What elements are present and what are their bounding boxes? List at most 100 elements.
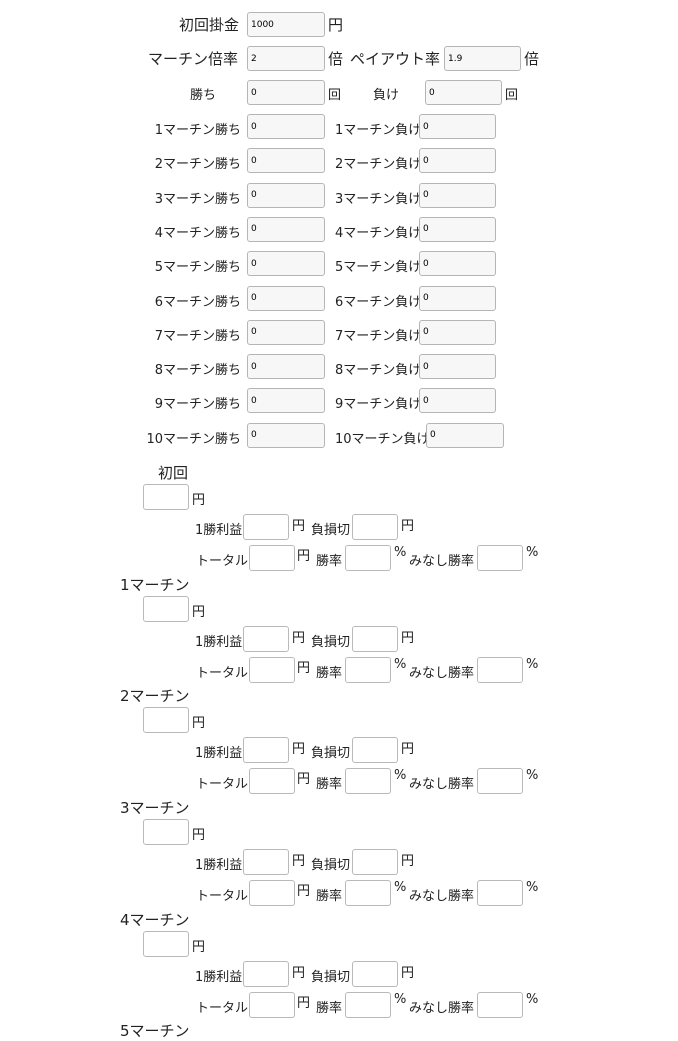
martin-win-label: 4マーチン勝ち [154, 225, 241, 241]
deemed-win-rate-field[interactable] [477, 545, 523, 571]
martin-loss-label: 5マーチン負け [335, 260, 422, 276]
bet-amount-field[interactable] [143, 707, 189, 734]
martin-loss-label: 2マーチン負け [335, 157, 422, 173]
martin-loss-label: 9マーチン負け [335, 397, 422, 413]
martin-rate-input[interactable] [247, 46, 325, 71]
percent-unit: % [526, 991, 539, 1007]
yen-unit: 円 [292, 854, 306, 870]
martin-win-input[interactable] [247, 182, 325, 208]
martin-loss-label: 6マーチン負け [335, 294, 422, 310]
profit-label: 1勝利益 [195, 858, 243, 874]
deemed-win-rate-label: みなし勝率 [409, 554, 475, 569]
deemed-win-rate-label: みなし勝率 [409, 777, 475, 793]
profit-field[interactable] [243, 514, 289, 540]
stop-loss-field[interactable] [352, 514, 398, 540]
profit-label: 1勝利益 [195, 969, 243, 985]
deemed-win-rate-field[interactable] [477, 656, 523, 683]
yen-unit: 円 [401, 742, 415, 758]
deemed-win-rate-field[interactable] [477, 991, 523, 1018]
martin-win-label: 7マーチン勝ち [154, 328, 241, 344]
percent-unit: % [526, 768, 539, 784]
loss-count-label: 負け [373, 88, 400, 103]
loss-count-input[interactable] [425, 80, 502, 105]
win-count-label: 勝ち [190, 88, 217, 103]
win-rate-field[interactable] [345, 656, 391, 683]
stop-loss-field[interactable] [352, 960, 398, 987]
profit-field[interactable] [243, 625, 289, 652]
martin-loss-input[interactable] [419, 354, 496, 380]
martin-win-input[interactable] [247, 388, 325, 414]
martin-loss-input[interactable] [419, 319, 496, 345]
total-field[interactable] [249, 768, 295, 795]
deemed-win-rate-field[interactable] [477, 768, 523, 795]
martin-loss-input[interactable] [419, 148, 496, 174]
martin-loss-input[interactable] [419, 114, 496, 139]
bet-amount-field[interactable] [143, 819, 189, 846]
martin-win-input[interactable] [247, 285, 325, 311]
stop-loss-label: 負損切 [311, 969, 351, 985]
profit-label: 1勝利益 [195, 634, 243, 650]
yen-unit: 円 [297, 884, 311, 900]
percent-unit: % [526, 656, 539, 672]
bet-amount-field[interactable] [143, 595, 189, 622]
win-rate-field[interactable] [345, 545, 391, 571]
profit-field[interactable] [243, 960, 289, 987]
total-field[interactable] [249, 656, 295, 683]
win-rate-field[interactable] [345, 991, 391, 1018]
bet-amount-field[interactable] [143, 930, 189, 957]
martin-loss-label: 3マーチン負け [335, 191, 422, 207]
profit-label: 1勝利益 [195, 523, 243, 538]
win-rate-field[interactable] [345, 880, 391, 907]
yen-unit: 円 [192, 716, 206, 732]
stop-loss-field[interactable] [352, 625, 398, 652]
martin-win-input[interactable] [247, 216, 325, 242]
martin-win-input[interactable] [247, 354, 325, 380]
profit-label: 1勝利益 [195, 746, 243, 762]
total-field[interactable] [249, 880, 295, 907]
martin-win-input[interactable] [247, 114, 325, 139]
martin-win-input[interactable] [247, 422, 325, 448]
initial-bet-input[interactable] [247, 12, 325, 37]
total-label: トータル [196, 889, 249, 905]
martin-win-label: 8マーチン勝ち [154, 363, 241, 379]
win-rate-field[interactable] [345, 768, 391, 795]
yen-unit: 円 [192, 493, 206, 508]
stop-loss-field[interactable] [352, 849, 398, 876]
martin-win-input[interactable] [247, 251, 325, 277]
times-unit: 倍 [328, 50, 344, 68]
win-rate-label: 勝率 [316, 889, 343, 905]
martin-loss-input[interactable] [419, 216, 496, 242]
bet-amount-field[interactable] [143, 484, 189, 510]
martin-loss-input[interactable] [419, 251, 496, 277]
yen-unit: 円 [297, 660, 311, 676]
percent-unit: % [526, 880, 539, 896]
result-section-title: 4マーチン [120, 910, 190, 929]
deemed-win-rate-field[interactable] [477, 880, 523, 907]
total-label: トータル [196, 554, 249, 569]
result-section-title: 3マーチン [120, 799, 190, 818]
profit-field[interactable] [243, 737, 289, 764]
total-field[interactable] [249, 991, 295, 1018]
yen-unit: 円 [292, 742, 306, 758]
yen-unit: 円 [292, 965, 306, 981]
total-field[interactable] [249, 545, 295, 571]
profit-field[interactable] [243, 849, 289, 876]
martin-win-input[interactable] [247, 319, 325, 345]
percent-unit: % [394, 545, 407, 560]
martin-win-label: 1マーチン勝ち [154, 123, 241, 138]
total-label: トータル [196, 665, 249, 681]
martin-loss-input[interactable] [419, 388, 496, 414]
martin-loss-input[interactable] [426, 422, 504, 448]
yen-unit: 円 [401, 965, 415, 981]
deemed-win-rate-label: みなし勝率 [409, 1000, 475, 1016]
result-section-title: 5マーチン [120, 1022, 190, 1040]
martin-win-input[interactable] [247, 148, 325, 174]
stop-loss-field[interactable] [352, 737, 398, 764]
initial-bet-label: 初回掛金 [179, 16, 240, 34]
payout-input[interactable] [444, 46, 521, 71]
win-count-input[interactable] [247, 80, 325, 105]
win-rate-label: 勝率 [316, 554, 343, 569]
martin-loss-input[interactable] [419, 285, 496, 311]
martin-loss-input[interactable] [419, 182, 496, 208]
yen-unit: 円 [292, 630, 306, 646]
